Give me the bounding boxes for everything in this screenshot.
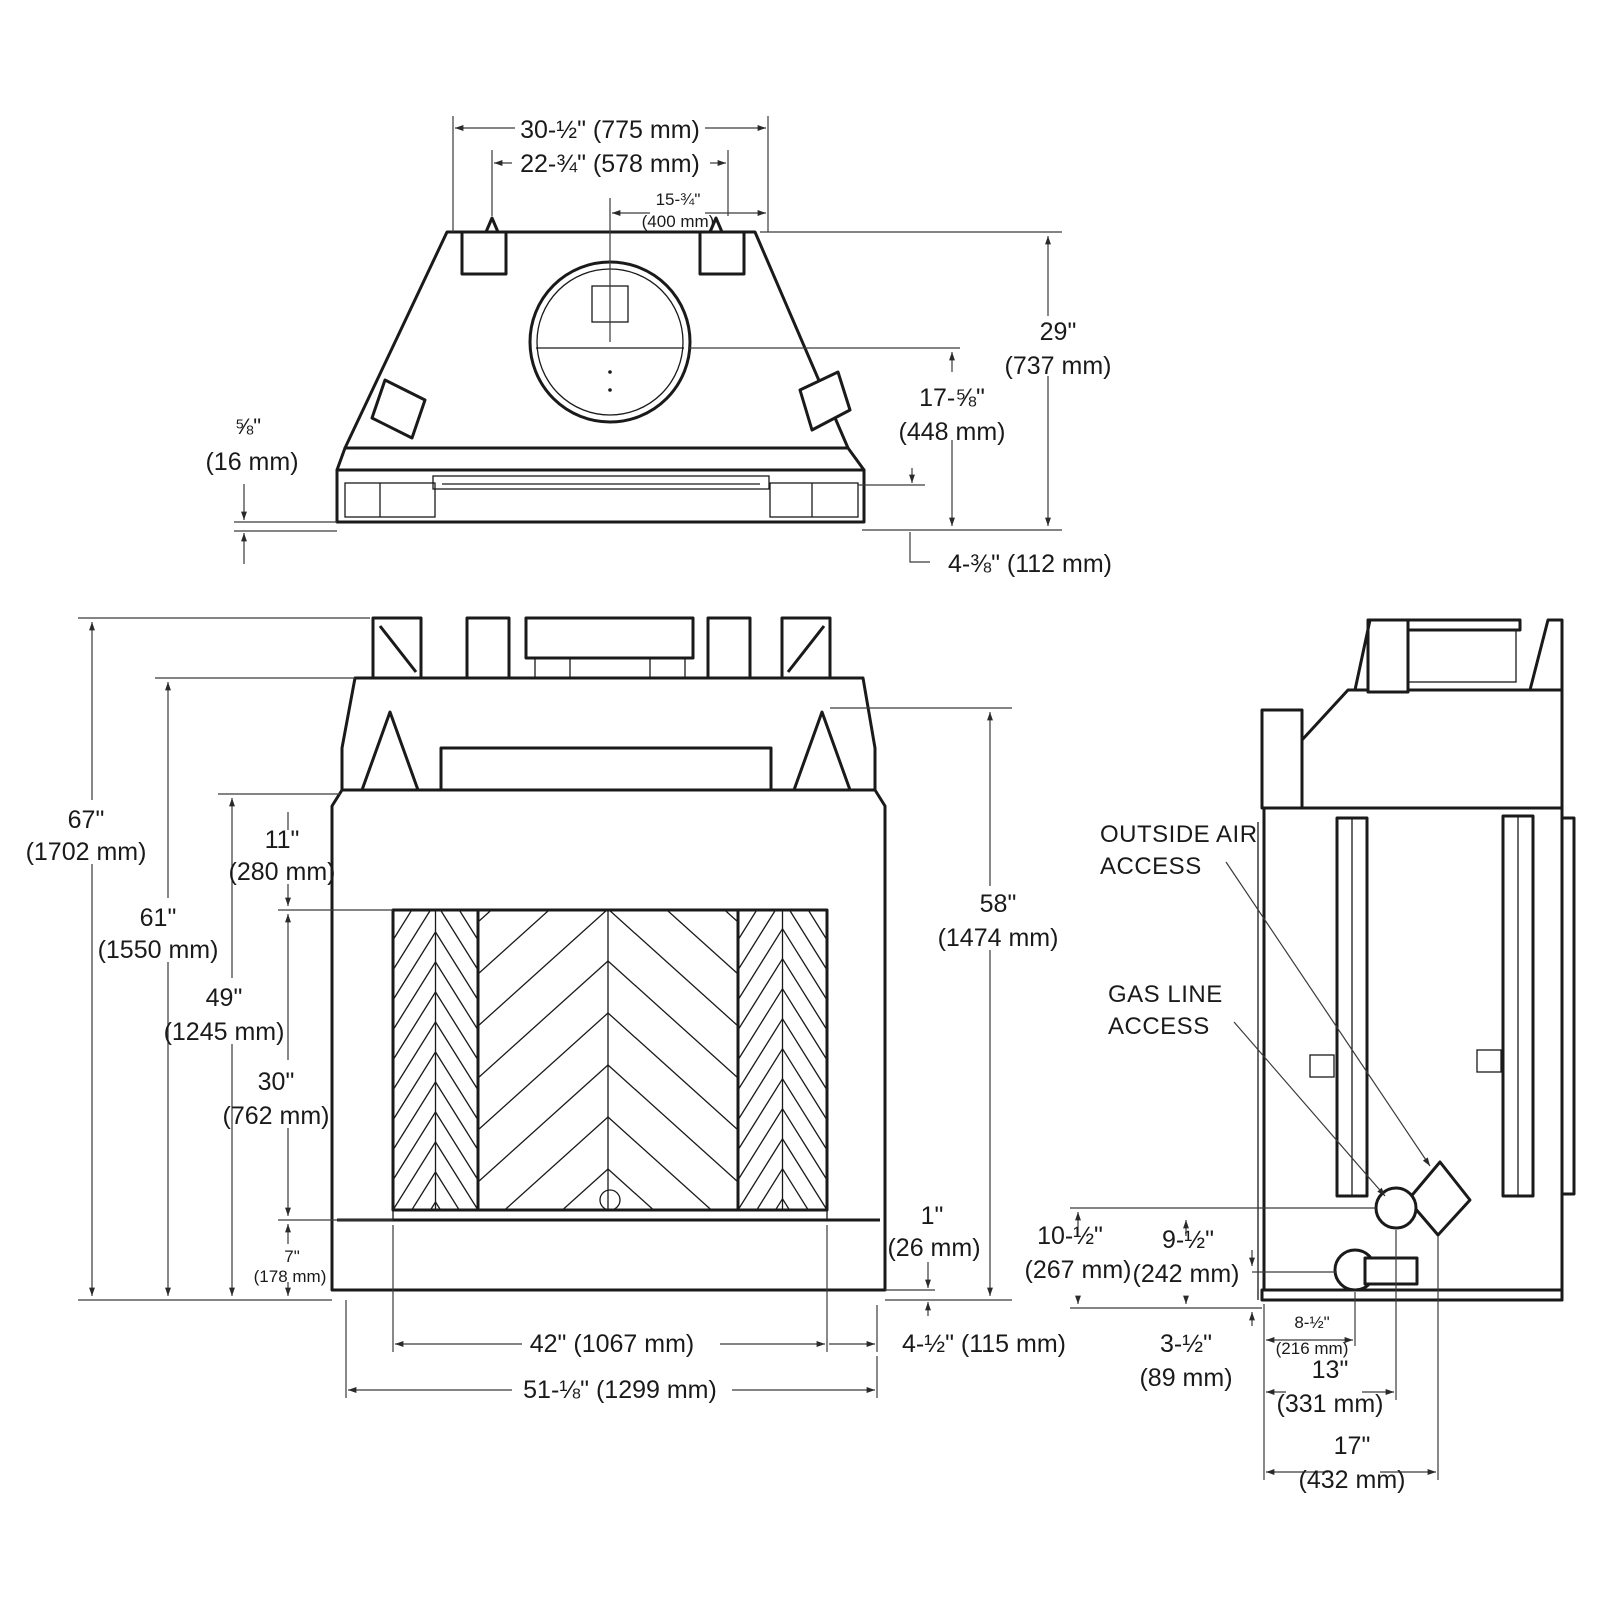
- label-front-49-mm: (1245 mm): [164, 1018, 285, 1046]
- front-view-dimensions: [78, 617, 1012, 1398]
- label-top-width: 30-½" (775 mm): [520, 116, 700, 144]
- side-view: [1257, 618, 1576, 1302]
- label-front-11-mm: (280 mm): [229, 858, 336, 886]
- label-front-width-51: 51-⅛" (1299 mm): [523, 1376, 717, 1404]
- brick-pattern-left: [393, 910, 478, 1210]
- label-top-lip-in: ⅝": [235, 414, 261, 439]
- label-side-13-in: 13": [1312, 1356, 1349, 1384]
- label-side-17-mm: (432 mm): [1299, 1466, 1406, 1494]
- side-view-dimensions: [1070, 861, 1439, 1480]
- label-top-depth-mm: (737 mm): [1005, 352, 1112, 380]
- label-side-10-mm: (267 mm): [1025, 1256, 1132, 1284]
- label-top-front: 4-⅜" (112 mm): [948, 550, 1112, 578]
- label-top-depth-in: 29": [1040, 318, 1077, 346]
- front-view: [330, 616, 887, 1292]
- brick-pattern-center: [478, 910, 738, 1210]
- label-side-10-in: 10-½": [1037, 1222, 1103, 1250]
- label-top-offset-mm: (400 mm): [642, 212, 715, 231]
- label-side-8-in: 8-½": [1294, 1313, 1329, 1332]
- dimension-labels: 30-½" (775 mm) 22-¾" (578 mm) 15-¾" (400…: [26, 116, 1406, 1494]
- label-front-1-in: 1": [921, 1202, 944, 1230]
- label-front-7-in: 7": [284, 1247, 300, 1266]
- label-side-8-mm: (216 mm): [1276, 1339, 1349, 1358]
- label-front-61-in: 61": [140, 904, 177, 932]
- label-front-width-45: 4-½" (115 mm): [902, 1330, 1066, 1358]
- label-front-30-mm: (762 mm): [223, 1102, 330, 1130]
- label-gas-line-2: ACCESS: [1108, 1013, 1210, 1040]
- label-top-offset-in: 15-¾": [656, 190, 701, 209]
- label-front-1-mm: (26 mm): [887, 1234, 980, 1262]
- label-outside-air-1: OUTSIDE AIR: [1100, 821, 1258, 848]
- brick-pattern-right: [738, 910, 827, 1210]
- label-front-58-mm: (1474 mm): [938, 924, 1059, 952]
- label-side-17-in: 17": [1334, 1432, 1371, 1460]
- label-front-width-42: 42" (1067 mm): [530, 1330, 695, 1358]
- top-view: [335, 216, 866, 524]
- label-front-67-mm: (1702 mm): [26, 838, 147, 866]
- label-side-9-mm: (242 mm): [1133, 1260, 1240, 1288]
- top-view-dimensions: [234, 116, 1062, 564]
- label-front-30-in: 30": [258, 1068, 295, 1096]
- label-front-7-mm: (178 mm): [254, 1267, 327, 1286]
- label-outside-air-2: ACCESS: [1100, 853, 1202, 880]
- label-side-13-mm: (331 mm): [1277, 1390, 1384, 1418]
- label-top-lip-mm: (16 mm): [205, 448, 298, 476]
- label-top-inner: 22-¾" (578 mm): [520, 150, 700, 178]
- label-side-3-mm: (89 mm): [1139, 1364, 1232, 1392]
- label-side-9-in: 9-½": [1162, 1226, 1214, 1254]
- label-front-49-in: 49": [206, 984, 243, 1012]
- label-front-67-in: 67": [68, 806, 105, 834]
- label-side-3-in: 3-½": [1160, 1330, 1212, 1358]
- label-top-flue-in: 17-⅝": [919, 384, 985, 412]
- label-front-11-in: 11": [265, 826, 300, 854]
- label-gas-line-1: GAS LINE: [1108, 981, 1223, 1008]
- label-front-58-in: 58": [980, 890, 1017, 918]
- label-top-flue-mm: (448 mm): [899, 418, 1006, 446]
- label-front-61-mm: (1550 mm): [98, 936, 219, 964]
